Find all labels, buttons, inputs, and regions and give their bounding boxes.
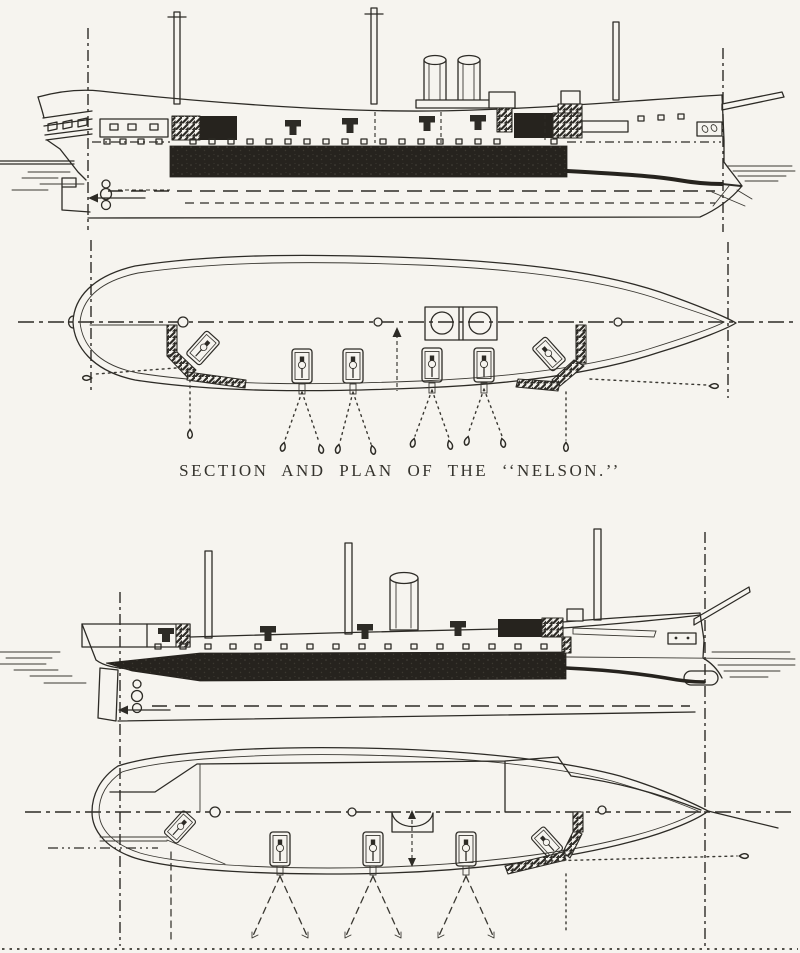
broadside-gun xyxy=(362,831,384,867)
deck-gun xyxy=(260,626,276,641)
bow-boom xyxy=(707,810,779,829)
bow-battery-port xyxy=(572,627,657,638)
conning-tower xyxy=(560,90,581,105)
aft-battery-bulkhead xyxy=(171,115,201,141)
waterline-and-keel xyxy=(0,160,796,207)
broadside-gun xyxy=(342,348,364,384)
beam-measure-arrow xyxy=(392,327,402,391)
forward-battery xyxy=(514,113,553,138)
mast-position xyxy=(597,805,607,815)
waterline-armor-belt xyxy=(169,145,568,178)
plan-hull xyxy=(67,254,737,392)
upper-battery xyxy=(498,619,542,637)
bow-hawse-plate xyxy=(696,121,723,137)
forward-battery-bulkhead xyxy=(552,112,583,139)
waterline-and-keel xyxy=(0,651,796,715)
battery-bulkhead xyxy=(541,617,564,638)
deck-gun xyxy=(342,118,358,133)
superstructure-deck-outline xyxy=(109,756,702,813)
armour xyxy=(105,608,584,682)
side-details xyxy=(154,621,697,650)
funnel xyxy=(389,571,419,631)
waterline-armor-belt xyxy=(105,651,567,682)
broadside-gun xyxy=(473,347,495,383)
mast-position xyxy=(347,807,357,817)
broadside-gun xyxy=(421,347,443,383)
battery-port-band xyxy=(581,120,629,133)
plan-hull xyxy=(91,746,779,875)
gunports xyxy=(154,643,548,650)
plan-armored-bulkheads xyxy=(504,811,584,875)
aft-battery xyxy=(200,116,237,140)
broadside-gun xyxy=(291,348,313,384)
propeller-and-astern-arrow xyxy=(118,679,171,715)
masts-and-funnels xyxy=(167,7,785,111)
deck-gun xyxy=(285,120,301,135)
poop-side xyxy=(99,118,169,138)
midship-tower xyxy=(488,91,516,109)
masts-and-funnel xyxy=(204,528,751,639)
stern-knob xyxy=(67,315,74,329)
armour xyxy=(169,90,583,178)
bowsprit xyxy=(721,91,785,111)
mast-position xyxy=(613,317,623,327)
mast-position xyxy=(177,316,189,328)
hull-profile xyxy=(37,89,743,219)
aft-casemate-gun xyxy=(162,809,198,845)
bow-hawse-plate xyxy=(667,632,697,645)
side-details xyxy=(92,112,723,145)
bow-casemate-gun xyxy=(531,335,567,373)
plan-armored-bulkheads xyxy=(166,324,587,392)
broadside-gun xyxy=(269,831,291,867)
second-ship-deck-plan xyxy=(2,746,798,950)
mast-position xyxy=(209,806,221,818)
plan-fittings xyxy=(209,805,607,867)
stern-gallery-windows xyxy=(47,117,88,132)
broadside-gun xyxy=(455,831,477,867)
deck-gun xyxy=(419,116,435,131)
bowsprit xyxy=(693,586,751,626)
fire-arcs xyxy=(81,367,720,456)
propeller-and-astern-arrow xyxy=(88,179,170,211)
figure-caption: SECTION AND PLAN OF THE ‘‘NELSON.’’ xyxy=(179,461,621,480)
funnel-casing xyxy=(391,810,434,867)
stern-gun xyxy=(158,628,174,642)
deck-gun xyxy=(470,115,486,130)
funnel xyxy=(457,54,481,107)
mast-position xyxy=(373,317,383,327)
stern-block xyxy=(81,623,191,648)
nelson-deck-plan xyxy=(18,240,795,456)
nelson-side-elevation xyxy=(0,7,796,232)
funnel xyxy=(423,54,447,107)
stern-skeg xyxy=(61,177,91,213)
stern-bulkhead xyxy=(175,623,191,648)
aft-casemate-gun xyxy=(185,329,221,367)
deck-gun xyxy=(450,621,466,636)
fire-arcs xyxy=(48,847,750,941)
plan-fittings xyxy=(177,306,623,341)
ram-bow xyxy=(683,670,719,686)
funnel-base xyxy=(415,99,493,109)
plan-guns xyxy=(162,809,565,876)
gunports xyxy=(189,138,558,145)
arrowhead xyxy=(88,193,98,203)
conning-tower xyxy=(566,608,584,622)
funnel-casing xyxy=(424,306,498,341)
second-ship-side-elevation xyxy=(0,528,796,946)
rudder xyxy=(97,667,119,722)
